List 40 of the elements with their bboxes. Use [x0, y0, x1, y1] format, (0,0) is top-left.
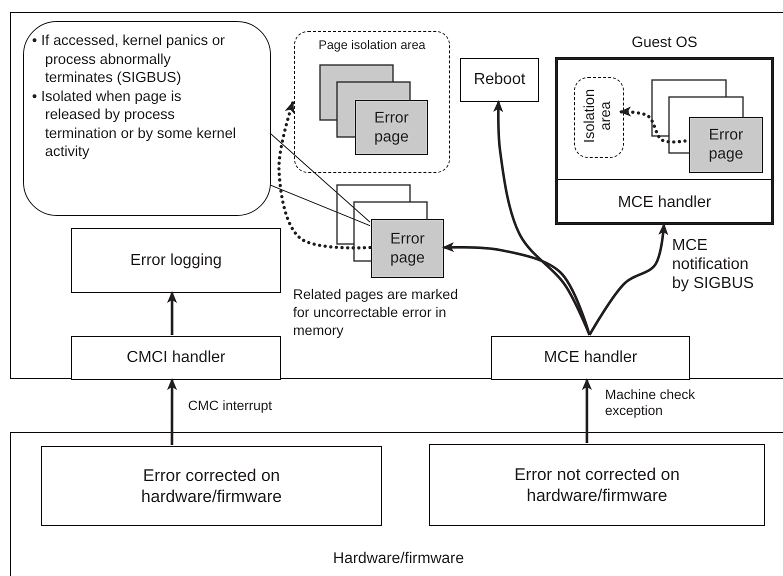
arrow	[493, 100, 591, 336]
bullet-text: • Isolated when page is released by process termination or by some kernel activity	[32, 88, 237, 162]
leader-line	[270, 132, 370, 223]
isolation-area	[574, 77, 624, 158]
callout-bubble	[23, 21, 271, 216]
box-text: Error page	[389, 229, 426, 268]
process-box	[41, 446, 382, 526]
box-text: Error corrected on hardware/firmware	[140, 464, 283, 508]
box-text: Error page	[708, 126, 744, 164]
os-panel	[10, 12, 783, 379]
isolation-area	[294, 31, 450, 173]
panel-label: Hardware/firmware	[332, 549, 465, 568]
box-text: MCE handler	[542, 348, 638, 368]
box-text: Error page	[373, 108, 410, 147]
arrow	[167, 378, 178, 445]
area-label: Isolation area	[582, 88, 615, 146]
arrow	[167, 291, 178, 335]
box-text: MCE handler	[616, 192, 712, 212]
process-box	[491, 336, 690, 380]
box-text: Error not corrected on hardware/firmware	[513, 464, 681, 506]
error-page	[355, 100, 428, 155]
box-text: CMCI handler	[126, 348, 226, 368]
process-box	[71, 336, 281, 380]
edge-label: CMC interrupt	[188, 398, 272, 414]
arrow	[588, 223, 668, 336]
arrow	[618, 106, 687, 144]
arrow	[582, 378, 592, 443]
process-box	[429, 444, 765, 526]
hardware-panel	[10, 432, 783, 576]
process-box	[460, 58, 539, 102]
error-page	[689, 117, 763, 173]
box-text: Reboot	[472, 70, 526, 90]
process-box	[71, 228, 281, 293]
arrow	[277, 100, 372, 250]
box-text: Error logging	[129, 250, 223, 270]
error-page	[371, 219, 444, 278]
leader-line	[270, 184, 370, 226]
area-heading: Page isolation area	[317, 38, 427, 54]
box-heading: Guest OS	[630, 34, 698, 53]
bullet-text: • If accessed, kernel panics or process abnormally terminates (SIGBUS)	[32, 32, 226, 88]
